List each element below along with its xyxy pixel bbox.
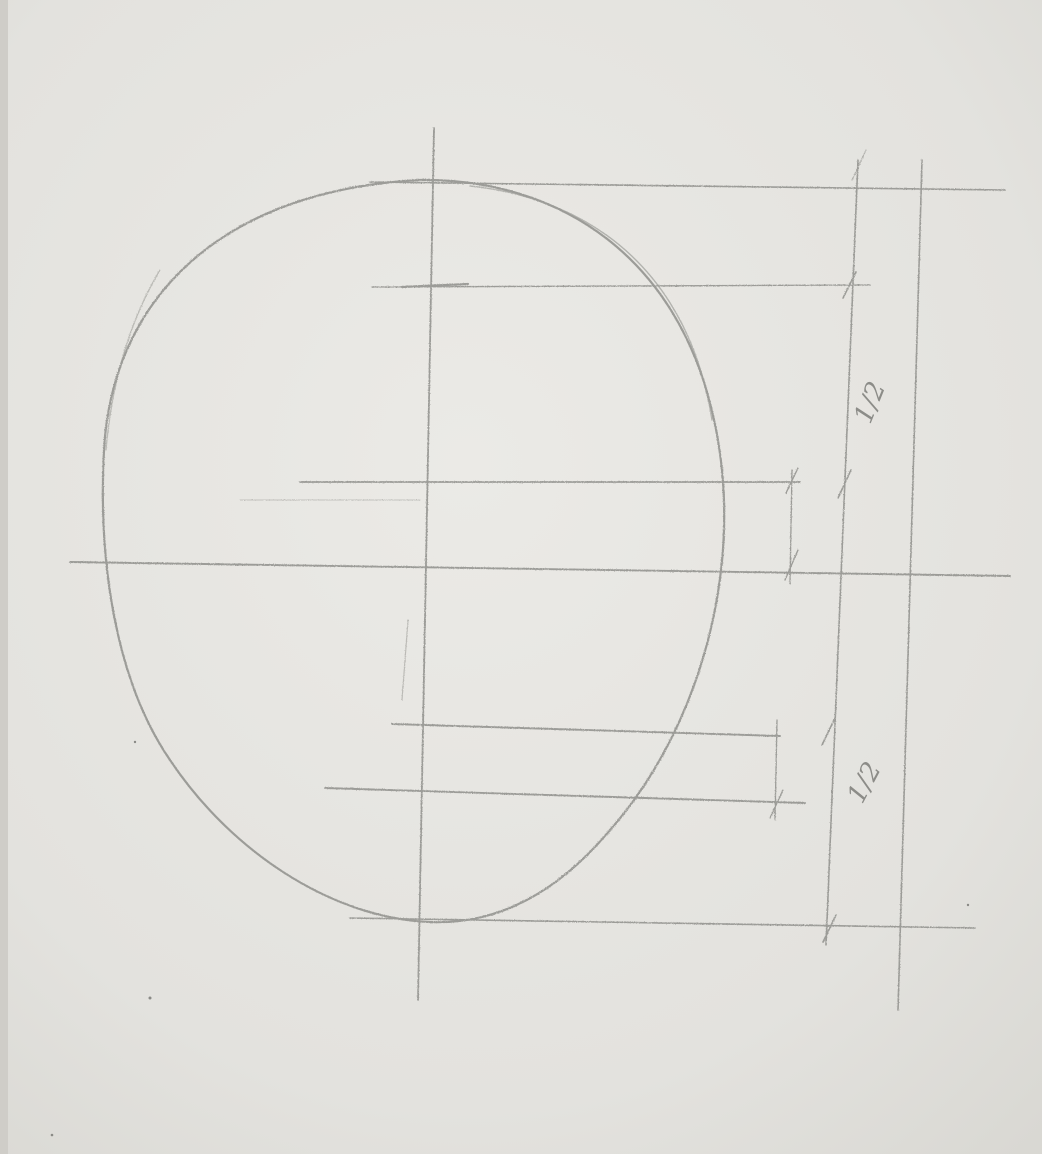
paper-edge-shadow: [0, 0, 8, 1154]
paper-speck: [967, 904, 969, 906]
paper-speck: [51, 1134, 54, 1137]
paper-speck: [149, 997, 152, 1000]
paper-speck: [134, 741, 136, 743]
